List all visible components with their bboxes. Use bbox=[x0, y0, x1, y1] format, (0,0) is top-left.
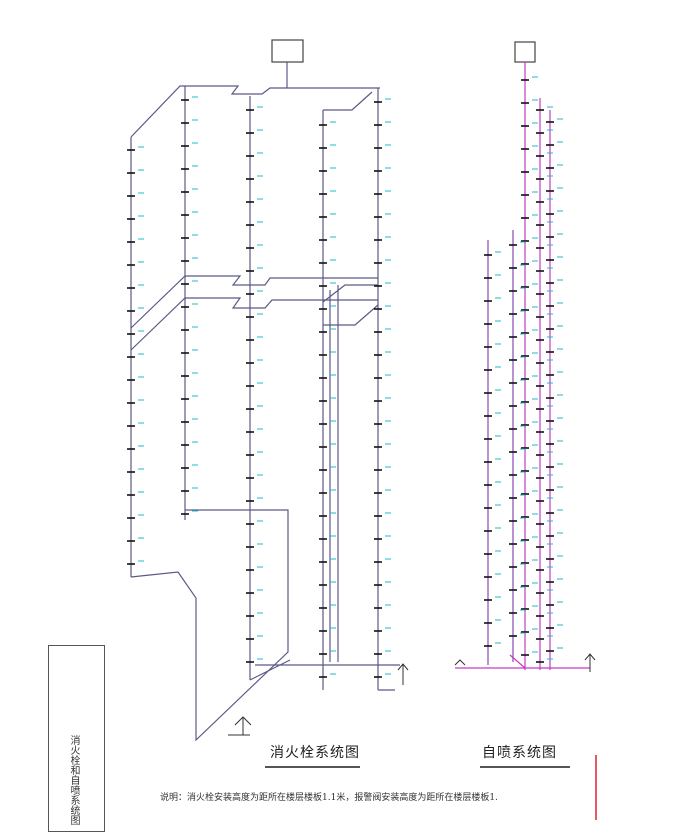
title-block-name: 消火栓和自喷系统图 bbox=[68, 735, 79, 825]
riser-4 bbox=[322, 91, 373, 690]
hydrant-system-title: 消火栓系统图 bbox=[270, 745, 360, 761]
hydrant-title-underline bbox=[265, 766, 360, 768]
mid-header-2 bbox=[130, 297, 378, 351]
title-block bbox=[48, 645, 105, 832]
drawing-note: 说明：消火栓安装高度为距所在楼层楼板1.1米，报警阀安装高度为距所在楼层楼板1. bbox=[160, 793, 498, 803]
alarm-valve-icons bbox=[228, 653, 596, 736]
sprinkler-title-underline bbox=[480, 766, 570, 768]
mid-header-1 bbox=[130, 275, 378, 329]
bottom-header bbox=[249, 659, 400, 691]
pipe-labels bbox=[138, 76, 563, 675]
pipe-fittings bbox=[127, 79, 554, 678]
roof-water-tank bbox=[271, 39, 304, 63]
bottom-loop bbox=[130, 509, 289, 742]
mid-cross-1 bbox=[322, 284, 379, 326]
sprinkler-bottom-header bbox=[455, 654, 590, 669]
top-main-pipe bbox=[130, 85, 380, 138]
hydrant-system-diagram bbox=[130, 39, 400, 742]
sprinkler-system-title: 自喷系统图 bbox=[482, 745, 557, 761]
sprinkler-tank bbox=[514, 41, 536, 63]
